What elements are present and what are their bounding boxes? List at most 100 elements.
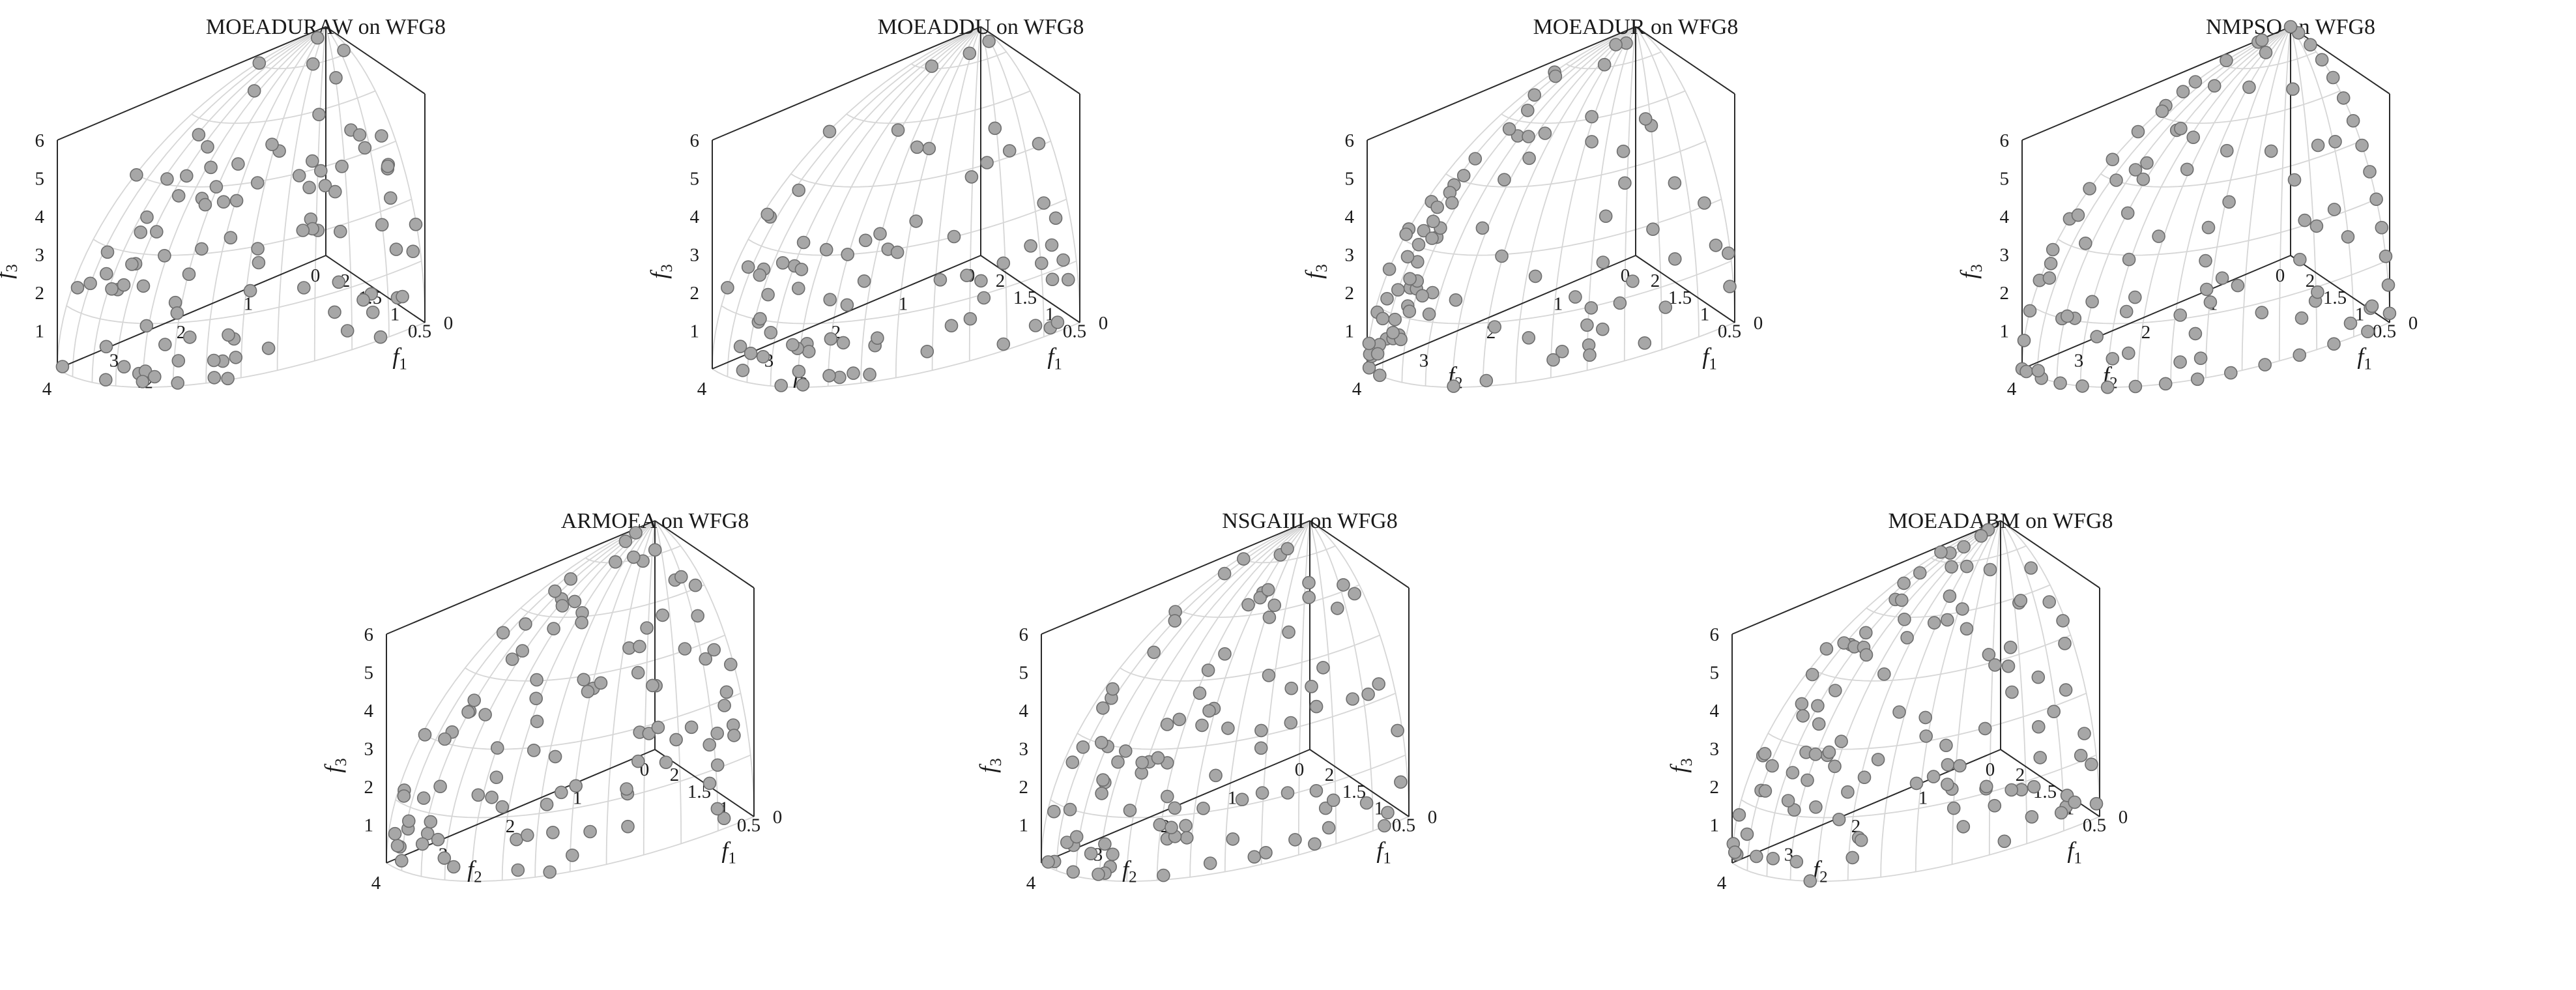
data-point	[1066, 865, 1080, 879]
data-point	[2199, 282, 2214, 297]
scatter-points	[1041, 542, 1408, 882]
data-point	[702, 738, 716, 752]
data-point	[1381, 806, 1395, 820]
data-point	[431, 832, 445, 847]
data-point	[1172, 712, 1187, 727]
data-point	[565, 849, 579, 862]
data-point	[158, 248, 171, 263]
data-point	[691, 609, 704, 623]
data-point	[656, 608, 670, 622]
data-point	[1498, 173, 1511, 187]
f1-axis-label: f1	[1047, 343, 1062, 373]
data-point	[569, 779, 583, 793]
axis-line	[1367, 255, 1636, 370]
data-point	[1988, 658, 2002, 672]
data-point	[2361, 325, 2375, 339]
data-point	[105, 282, 119, 296]
axis-line	[2021, 255, 2291, 370]
axis-line	[386, 749, 656, 864]
tick-label-f1: 0	[2409, 313, 2418, 334]
grid-meridian	[1224, 520, 1310, 872]
tick-label-f3: 5	[690, 169, 700, 190]
data-point	[83, 276, 97, 291]
grid-parallel	[1866, 584, 2051, 619]
data-point	[1092, 867, 1105, 881]
data-point	[1281, 786, 1295, 800]
data-point	[847, 366, 860, 380]
data-point	[1626, 274, 1640, 288]
data-point	[548, 584, 562, 598]
data-point	[397, 789, 411, 803]
data-point	[312, 108, 326, 121]
data-point	[2004, 783, 2018, 797]
data-point	[231, 157, 245, 171]
data-point	[1956, 820, 1971, 834]
data-point	[2042, 271, 2057, 285]
data-point	[974, 274, 988, 288]
data-point	[485, 791, 499, 804]
data-point	[2294, 311, 2309, 325]
data-point	[2056, 614, 2070, 628]
data-point	[555, 599, 570, 613]
data-point	[761, 287, 775, 302]
data-point	[2122, 252, 2136, 267]
data-point	[2220, 53, 2233, 68]
data-point	[717, 811, 731, 825]
data-point	[461, 705, 475, 719]
data-point	[529, 692, 543, 705]
data-point	[1084, 847, 1098, 860]
data-point	[424, 815, 438, 829]
f3-axis-label: f3	[1301, 264, 1331, 279]
data-point	[2304, 38, 2317, 51]
data-point	[2173, 308, 2187, 322]
grid-parallel	[846, 90, 1031, 124]
data-point	[1308, 837, 1322, 851]
grid-parallel	[790, 140, 1051, 188]
data-point	[252, 56, 267, 70]
data-point	[1475, 221, 1490, 235]
tick-label-f2: 0	[311, 265, 321, 286]
data-point	[337, 44, 351, 57]
data-point	[1111, 755, 1125, 769]
data-point	[2382, 306, 2397, 321]
data-point	[890, 245, 904, 259]
data-point	[1960, 559, 1974, 574]
tick-label-f2: 4	[1717, 873, 1727, 894]
tick-label-f1: 2	[1325, 764, 1335, 785]
scatter-points	[1726, 523, 2104, 888]
data-point	[863, 368, 876, 381]
panel-title: MOEADDU on WFG8	[878, 15, 1084, 39]
data-point	[1045, 238, 1059, 252]
data-point	[648, 543, 662, 557]
data-point	[1801, 773, 1814, 787]
tick-label-f3: 4	[690, 207, 700, 227]
data-point	[1076, 740, 1090, 754]
data-point	[920, 344, 934, 358]
grid-meridian	[313, 26, 326, 361]
data-point	[179, 169, 194, 183]
data-point	[736, 363, 750, 377]
data-point	[2369, 192, 2383, 207]
tick-label-f1: 0	[2119, 807, 2128, 828]
axes-frame	[2021, 26, 2390, 370]
data-point	[1787, 803, 1801, 817]
data-point	[1382, 262, 1397, 276]
scatter-points	[721, 35, 1075, 392]
data-point	[819, 242, 833, 257]
data-point	[1646, 222, 1660, 237]
data-point	[824, 332, 838, 346]
data-point	[640, 621, 654, 635]
tick-label-f3: 2	[2000, 283, 2010, 304]
data-point	[1309, 699, 1324, 714]
grid-parallel	[2156, 90, 2341, 124]
tick-label-f2: 1	[1918, 788, 1928, 809]
tick-label-f3: 1	[1710, 815, 1720, 836]
data-point	[1065, 755, 1080, 769]
data-point	[699, 652, 712, 666]
data-point	[1960, 622, 1974, 636]
panel-title: MOEADABM on WFG8	[1888, 509, 2113, 533]
data-point	[2109, 173, 2123, 187]
data-point	[313, 164, 328, 178]
f1-axis-label: f1	[2357, 343, 2372, 373]
